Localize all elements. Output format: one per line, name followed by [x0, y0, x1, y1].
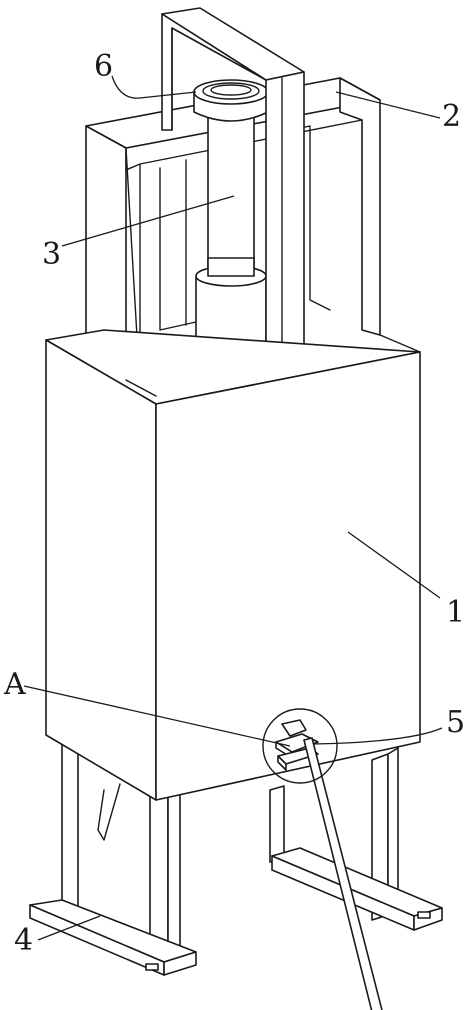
label-4: 4	[14, 923, 33, 958]
label-3: 3	[42, 237, 61, 272]
main-body	[45, 329, 421, 801]
label-6: 6	[94, 49, 113, 84]
valve-lever	[262, 708, 383, 1010]
bearing-ring	[193, 79, 269, 122]
label-5: 5	[446, 705, 465, 740]
cylinder	[159, 99, 267, 359]
guide-frame	[161, 7, 305, 383]
reference-numerals: 6 2 3 1 A 5 4	[3, 49, 465, 958]
label-a: A	[3, 667, 26, 702]
leader-lines	[23, 75, 443, 941]
label-2: 2	[442, 99, 461, 134]
label-1: 1	[446, 595, 465, 630]
